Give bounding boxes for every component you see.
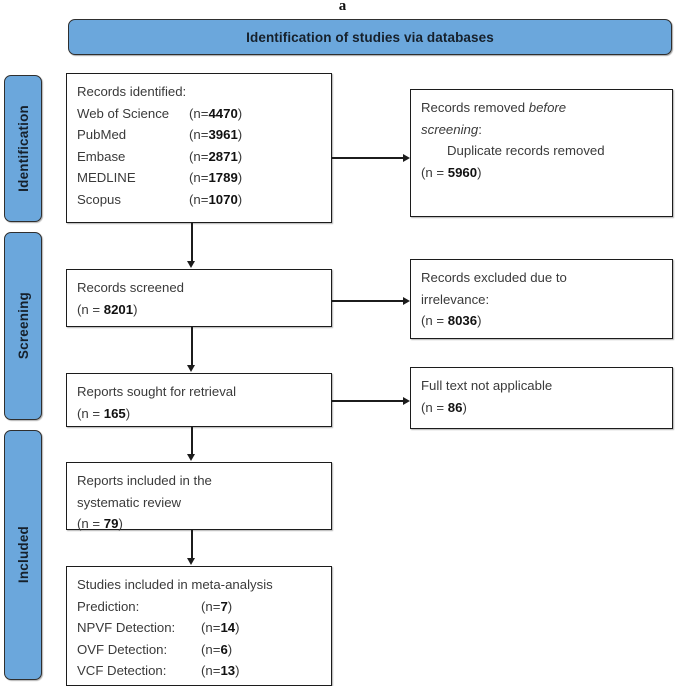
source-name: Embase (77, 148, 126, 164)
source-row: Embase (n=2871) (77, 146, 331, 168)
meta-analysis-row: NPVF Detection: (n=14) (77, 617, 331, 639)
connector-screened-to-excluded (332, 300, 403, 302)
connector-identified-to-screened (191, 223, 193, 262)
banner-title: Identification of studies via databases (246, 29, 494, 45)
panel-label: a (338, 0, 347, 14)
arrowhead-reports-included-to-meta (187, 558, 195, 565)
source-count: (n=2871) (189, 148, 243, 164)
meta-category-count: (n=6) (201, 641, 233, 657)
box-studies-included-meta-analysis: Studies included in meta-analysis Predic… (66, 566, 332, 686)
records-excluded-count: (n = 8036) (421, 313, 482, 328)
meta-category-count: (n=14) (201, 620, 240, 635)
arrowhead-identified-to-screened (187, 261, 195, 268)
box-reports-sought-for-retrieval: Reports sought for retrieval (n = 165) (66, 373, 332, 427)
stage-bar-screening: Screening (4, 232, 42, 420)
connector-reports-included-to-meta (191, 530, 193, 559)
records-excluded-line1: Records excluded due to (421, 270, 567, 285)
box-full-text-not-applicable: Full text not applicable (n = 86) (410, 367, 673, 429)
meta-category-count: (n=7) (201, 598, 233, 614)
records-removed-line2: screening: (421, 121, 482, 137)
source-row: MEDLINE (n=1789) (77, 167, 331, 189)
source-name: PubMed (77, 127, 127, 142)
meta-analysis-title: Studies included in meta-analysis (77, 577, 273, 592)
source-name: MEDLINE (77, 170, 136, 185)
records-screened-title: Records screened (77, 280, 185, 295)
box-records-identified: Records identified: Web of Science (n=44… (66, 73, 332, 223)
source-count: (n=1789) (189, 170, 243, 185)
stage-label-identification: Identification (15, 105, 31, 192)
fulltext-na-title: Full text not applicable (421, 378, 553, 393)
stage-label-included: Included (15, 526, 31, 584)
reports-included-line2: systematic review (77, 494, 182, 510)
meta-category-name: NPVF Detection: (77, 620, 176, 635)
source-row: Scopus (n=1070) (77, 189, 331, 211)
arrowhead-sought-to-reports-included (187, 454, 195, 461)
arrowhead-identified-to-removed (403, 153, 410, 162)
meta-analysis-row: Prediction: (n=7) (77, 596, 331, 618)
records-screened-count: (n = 8201) (77, 301, 138, 317)
stage-bar-identification: Identification (4, 75, 42, 222)
source-count: (n=3961) (189, 127, 243, 142)
meta-analysis-row: OVF Detection: (n=6) (77, 639, 331, 661)
source-row: PubMed (n=3961) (77, 124, 331, 146)
connector-sought-to-fulltext-na (332, 400, 403, 402)
box-records-removed-before-screening: Records removed before screening: Duplic… (410, 89, 673, 217)
meta-analysis-row: VCF Detection: (n=13) (77, 660, 331, 682)
box-reports-included-systematic-review: Reports included in the systematic revie… (66, 462, 332, 531)
records-removed-line1: Records removed before (421, 100, 567, 115)
reports-included-line1: Reports included in the (77, 473, 212, 488)
stage-bar-included: Included (4, 430, 42, 680)
records-removed-count: (n = 5960) (421, 164, 482, 180)
reports-sought-count: (n = 165) (77, 405, 131, 421)
source-row: Web of Science (n=4470) (77, 103, 331, 125)
connector-screened-to-sought (191, 327, 193, 366)
stage-label-screening: Screening (15, 292, 31, 360)
arrowhead-sought-to-fulltext-na (403, 396, 410, 405)
meta-category-name: VCF Detection: (77, 663, 167, 678)
meta-category-count: (n=13) (201, 663, 240, 678)
source-count: (n=4470) (189, 105, 243, 121)
fulltext-na-count: (n = 86) (421, 399, 467, 415)
banner-identification-via-databases: Identification of studies via databases (68, 19, 672, 55)
source-count: (n=1070) (189, 191, 243, 207)
meta-category-name: Prediction: (77, 598, 140, 614)
source-name: Scopus (77, 191, 121, 207)
box-records-screened: Records screened (n = 8201) (66, 269, 332, 327)
records-excluded-line2: irrelevance: (421, 291, 490, 307)
box-records-excluded: Records excluded due to irrelevance: (n … (410, 259, 673, 339)
reports-included-count: (n = 79) (77, 516, 123, 531)
meta-category-name: OVF Detection: (77, 641, 168, 657)
records-identified-title: Records identified: (77, 84, 187, 99)
arrowhead-screened-to-sought (187, 365, 195, 372)
connector-identified-to-removed (332, 157, 403, 159)
source-name: Web of Science (77, 105, 170, 121)
connector-sought-to-reports-included (191, 427, 193, 455)
arrowhead-screened-to-excluded (403, 296, 410, 305)
records-removed-detail: Duplicate records removed (447, 143, 605, 158)
reports-sought-title: Reports sought for retrieval (77, 384, 237, 399)
